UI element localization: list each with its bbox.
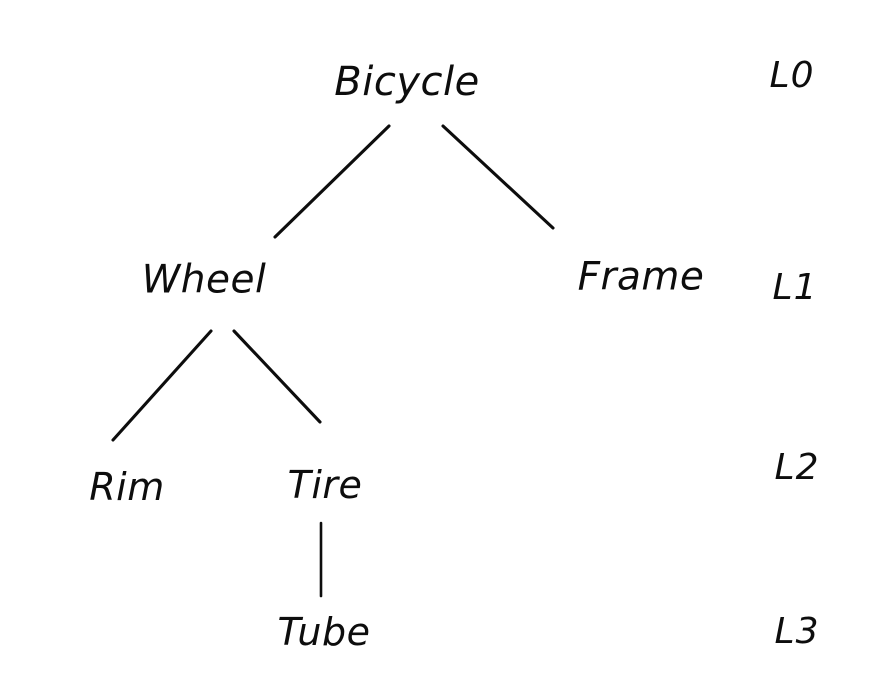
level-label-l1: L1 [772,267,818,308]
level-label-l2: L2 [774,447,820,488]
edge-bicycle-frame [441,124,555,230]
node-wheel[interactable]: Wheel [141,257,267,303]
level-label-l3: L3 [774,611,820,652]
node-bicycle[interactable]: Bicycle [334,59,480,105]
edge-wheel-rim [111,329,213,442]
node-tire[interactable]: Tire [287,463,363,507]
node-frame[interactable]: Frame [577,254,705,300]
node-tube[interactable]: Tube [277,610,371,654]
level-label-l0: L0 [769,55,815,96]
node-rim[interactable]: Rim [89,465,165,509]
edge-bicycle-wheel [273,124,391,239]
edge-wheel-tire [232,329,322,424]
